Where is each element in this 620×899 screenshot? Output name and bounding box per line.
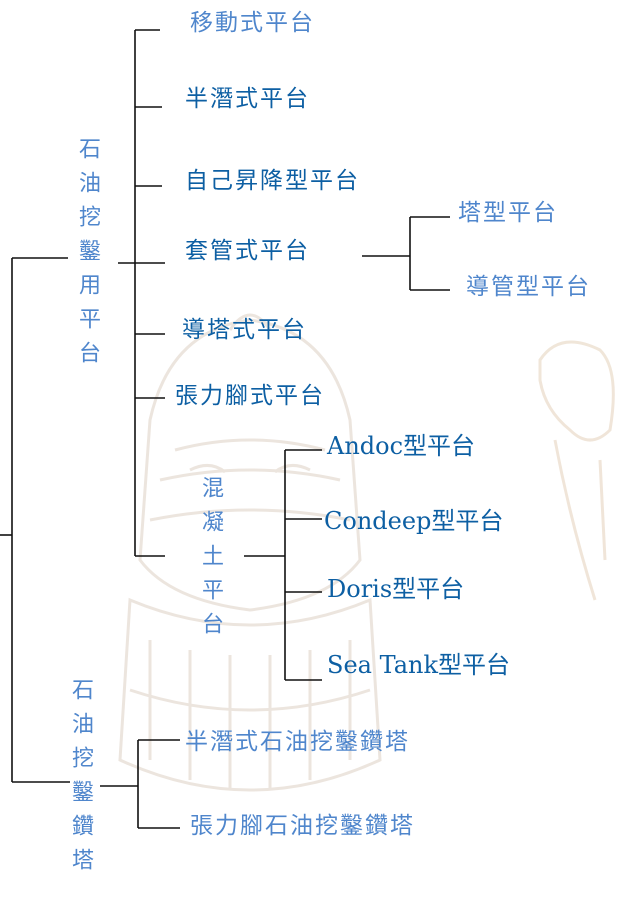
jack-up-platform-label: 自己昇降型平台 [185, 168, 360, 194]
semi-submersible-platform-label: 半潛式平台 [185, 86, 310, 112]
concrete-platform-label: 混凝土平台 [198, 476, 223, 646]
andoc-platform-label: Andoc型平台 [327, 432, 476, 460]
casing-platform-label: 套管式平台 [185, 238, 310, 264]
tension-leg-rig-label: 張力腳石油挖鑿鑽塔 [190, 813, 415, 839]
tension-leg-platform-label: 張力腳式平台 [175, 383, 325, 409]
doris-platform-label: Doris型平台 [327, 575, 465, 603]
semi-sub-rig-label: 半潛式石油挖鑿鑽塔 [185, 729, 410, 755]
conductor-type-platform-label: 導管型平台 [466, 274, 591, 300]
tower-type-platform-label: 塔型平台 [458, 200, 558, 226]
sea-tank-platform-label: Sea Tank型平台 [327, 651, 511, 679]
oil-drilling-rig-label: 石油挖鑿鑽塔 [68, 678, 93, 882]
mobile-platform-label: 移動式平台 [190, 10, 315, 36]
oil-drilling-platform-label: 石油挖鑿用平台 [75, 137, 100, 375]
guyed-tower-platform-label: 導塔式平台 [182, 317, 307, 343]
condeep-platform-label: Condeep型平台 [324, 507, 504, 535]
